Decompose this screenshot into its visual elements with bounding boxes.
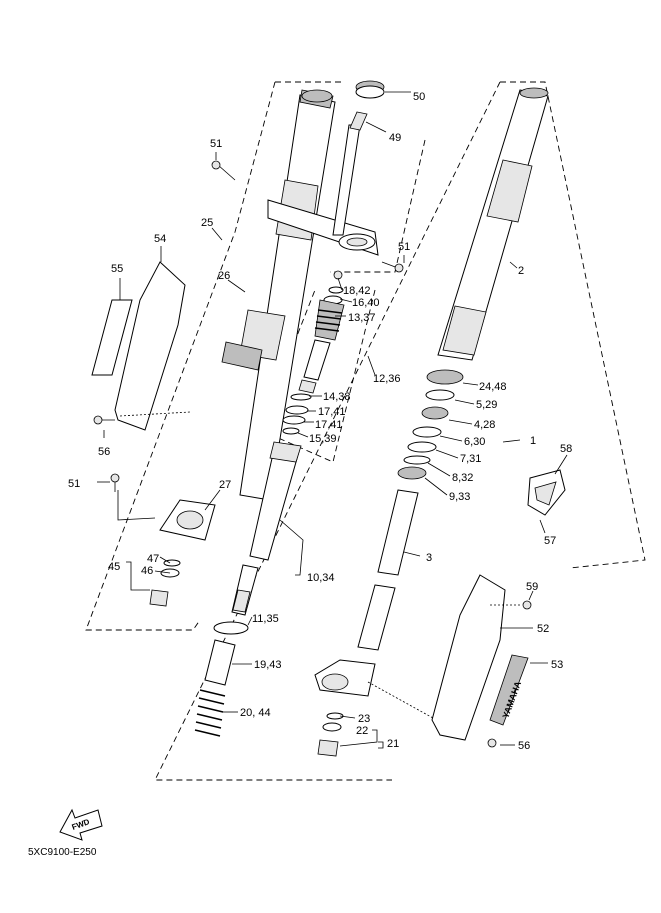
dotted-leader-lines	[119, 411, 520, 719]
callout-55: 55	[111, 263, 123, 275]
callout-54: 54	[154, 233, 166, 245]
callout-21: 21	[387, 738, 399, 750]
fwd-arrow-icon	[59, 808, 103, 841]
spring-seat-19-43	[204, 639, 236, 686]
callout-53: 53	[551, 659, 563, 671]
callout-22: 22	[356, 725, 368, 737]
callout-50: 50	[413, 91, 425, 103]
seal-ring-stack	[397, 369, 464, 480]
guard-decal-right	[489, 654, 529, 726]
guard-clamp-right	[527, 469, 566, 516]
callout-59: 59	[526, 581, 538, 593]
leader-lines	[97, 91, 568, 749]
callout-17-41b: 17,41	[315, 419, 343, 431]
callout-20-44: 20, 44	[240, 707, 271, 719]
inner-fork-tube-right	[437, 87, 549, 361]
stem-top-nut-50	[355, 80, 385, 99]
bolt-51-right	[381, 261, 404, 273]
diagram-code: 5XC9100-E250	[28, 847, 97, 858]
callout-4-28: 4,28	[474, 419, 495, 431]
callout-11-35: 11,35	[252, 613, 279, 625]
callout-5-29: 5,29	[476, 399, 497, 411]
fork-guard-right	[431, 574, 506, 741]
oring-11-35	[213, 621, 249, 635]
fork-spring-20-44	[194, 689, 226, 737]
callout-16-40: 16,40	[352, 297, 380, 309]
callout-2: 2	[518, 265, 524, 277]
nut-59	[522, 600, 532, 610]
screw-56-left	[93, 415, 115, 425]
callout-6-30: 6,30	[464, 436, 485, 448]
bolt-51-top	[211, 160, 236, 181]
callout-26: 26	[218, 270, 230, 282]
screw-56-right	[487, 738, 497, 748]
outer-fork-tube-3	[357, 489, 419, 651]
callout-57: 57	[544, 535, 556, 547]
callout-51-top: 51	[210, 138, 222, 150]
cylinder-complete-10-34	[231, 441, 302, 616]
callout-51-left: 51	[68, 478, 80, 490]
callout-47: 47	[147, 553, 159, 565]
callout-10-34: 10,34	[307, 572, 335, 584]
bolt-51-left	[110, 473, 120, 492]
stem-bolt-49	[349, 111, 368, 131]
parts-21-23	[317, 712, 344, 757]
callout-51-right: 51	[398, 241, 410, 253]
callout-45: 45	[108, 561, 120, 573]
callout-56-left: 56	[98, 446, 110, 458]
parts-45-47	[149, 559, 181, 607]
callout-27: 27	[219, 479, 231, 491]
callout-23: 23	[358, 713, 370, 725]
fork-guard-left	[114, 261, 186, 431]
callout-8-32: 8,32	[452, 472, 473, 484]
callout-9-33: 9,33	[449, 491, 470, 503]
fork-bottom-right	[314, 659, 376, 697]
callout-17-41a: 17,41	[318, 406, 346, 418]
callout-56-right: 56	[518, 740, 530, 752]
callout-19-43: 19,43	[254, 659, 282, 671]
callout-15-39: 15,39	[309, 433, 337, 445]
callout-58: 58	[560, 443, 572, 455]
callout-25: 25	[201, 217, 213, 229]
steering-crown-bracket	[267, 124, 379, 256]
callout-1: 1	[530, 435, 536, 447]
callout-49: 49	[389, 132, 401, 144]
callout-12-36: 12,36	[373, 373, 401, 385]
callout-13-37: 13,37	[348, 312, 376, 324]
callout-7-31: 7,31	[460, 453, 481, 465]
guard-decal-left	[91, 299, 133, 376]
callout-52: 52	[537, 623, 549, 635]
callout-46: 46	[141, 565, 153, 577]
fork-bottom-left	[159, 499, 216, 541]
damper-rod-assembly	[282, 270, 345, 435]
callout-18-42: 18,42	[343, 285, 371, 297]
callout-labels: 50 49 51 51 51 25 26 54 55 56 27 47 46 4…	[68, 91, 572, 752]
callout-14-38: 14,38	[323, 391, 351, 403]
callout-3: 3	[426, 552, 432, 564]
callout-24-48: 24,48	[479, 381, 507, 393]
